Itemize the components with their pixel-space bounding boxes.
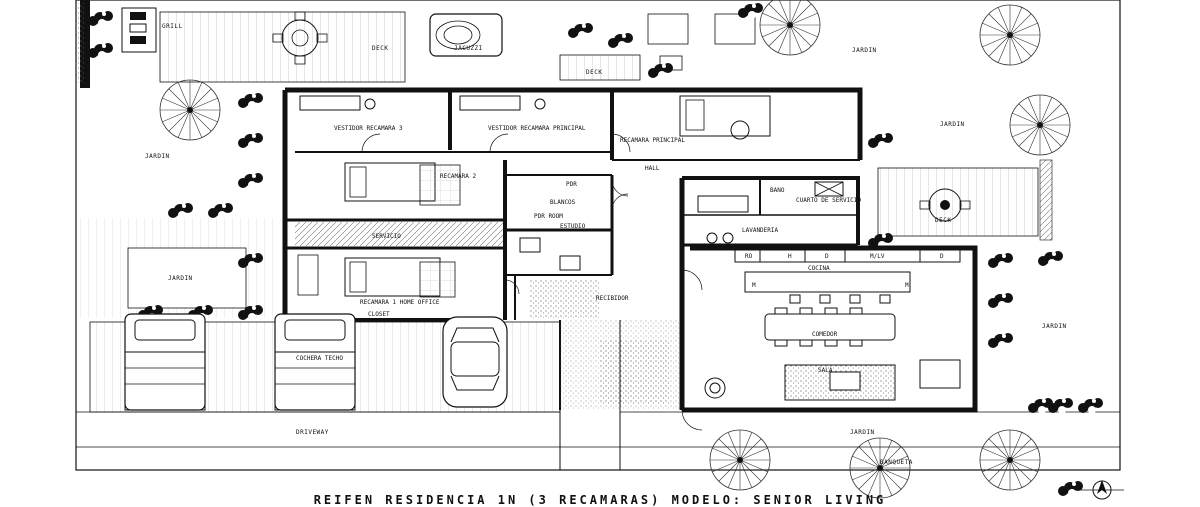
label-jardin-top-right: JARDIN	[852, 47, 877, 54]
label-recamara-principal: RECAMARA PRINCIPAL	[620, 137, 685, 144]
living-room-sofa	[704, 359, 961, 401]
label-jardin-bottom: JARDIN	[850, 429, 875, 436]
label-pdr: PDR	[566, 181, 577, 188]
hedge-left	[78, 0, 90, 88]
label-jardin-left-low: JARDIN	[168, 275, 193, 282]
label-deck-top-right: DECK	[586, 69, 602, 76]
label-pdr-room: PDR ROOM	[534, 213, 563, 220]
bed-recamara-1	[297, 254, 456, 298]
label-m1: M	[752, 282, 756, 289]
deck-top-right	[559, 54, 641, 81]
patio-table	[272, 11, 328, 65]
truck-1	[124, 313, 206, 411]
label-deck-right: DECK	[935, 217, 951, 224]
label-recibidor: RECIBIDOR	[596, 295, 629, 302]
label-recamara-1: RECAMARA 1 HOME OFFICE	[360, 299, 440, 306]
label-d2: D	[940, 253, 944, 260]
deck-top	[159, 11, 406, 83]
label-recamara-2: RECAMARA 2	[440, 173, 477, 180]
label-m2: M	[905, 282, 909, 289]
label-servicio: SERVICIO	[372, 233, 401, 240]
label-driveway: DRIVEWAY	[296, 429, 329, 436]
label-comedor: COMEDOR	[812, 331, 838, 338]
label-jardin-right-mid: JARDIN	[940, 121, 965, 128]
room-labels: GRILL JACUZZI DECK DECK JARDIN JARDIN JA…	[145, 23, 1067, 466]
house	[282, 87, 978, 413]
label-estudio: ESTUDIO	[560, 223, 586, 230]
label-d: D	[825, 253, 829, 260]
car	[442, 316, 508, 408]
label-mlv: M/LV	[870, 253, 885, 260]
label-closet: CLOSET	[368, 311, 390, 318]
label-bano: BANO	[770, 187, 785, 194]
label-blancos: BLANCOS	[550, 199, 576, 206]
north-arrow	[1080, 480, 1124, 500]
label-ro: RO	[745, 253, 753, 260]
label-h: H	[788, 253, 792, 260]
label-jardin-far-right: JARDIN	[1042, 323, 1067, 330]
tree-1	[159, 79, 221, 141]
door-swings	[361, 133, 703, 431]
label-vestidor-3: VESTIDOR RECAMARA 3	[334, 125, 403, 132]
label-cochera: COCHERA TECHO	[296, 355, 343, 362]
bed-recamara-2	[344, 162, 461, 206]
bed-recamara-principal	[679, 95, 771, 140]
deck-right	[877, 167, 1039, 237]
dining-table	[764, 307, 896, 347]
label-lavanderia: LAVANDERIA	[742, 227, 779, 234]
label-jacuzzi: JACUZZI	[454, 45, 483, 52]
label-sala: SALA	[818, 367, 833, 374]
label-cocina: COCINA	[808, 265, 830, 272]
label-deck-top: DECK	[372, 45, 388, 52]
label-jardin-left: JARDIN	[145, 153, 170, 160]
label-banqueta: BANQUETA	[880, 459, 913, 466]
label-cuarto-servicio: CUARTO DE SERVICIO	[796, 197, 861, 204]
label-hall: HALL	[645, 165, 660, 172]
jacuzzi	[429, 13, 503, 57]
plan-title: REIFEN RESIDENCIA 1N (3 RECAMARAS) MODEL…	[313, 493, 887, 507]
label-vestidor-principal: VESTIDOR RECAMARA PRINCIPAL	[488, 125, 586, 132]
kitchen-island	[744, 271, 911, 304]
jardin-left-box	[127, 247, 247, 309]
deck-table	[919, 188, 971, 222]
truck-2	[274, 313, 356, 411]
label-grill: GRILL	[162, 23, 183, 30]
